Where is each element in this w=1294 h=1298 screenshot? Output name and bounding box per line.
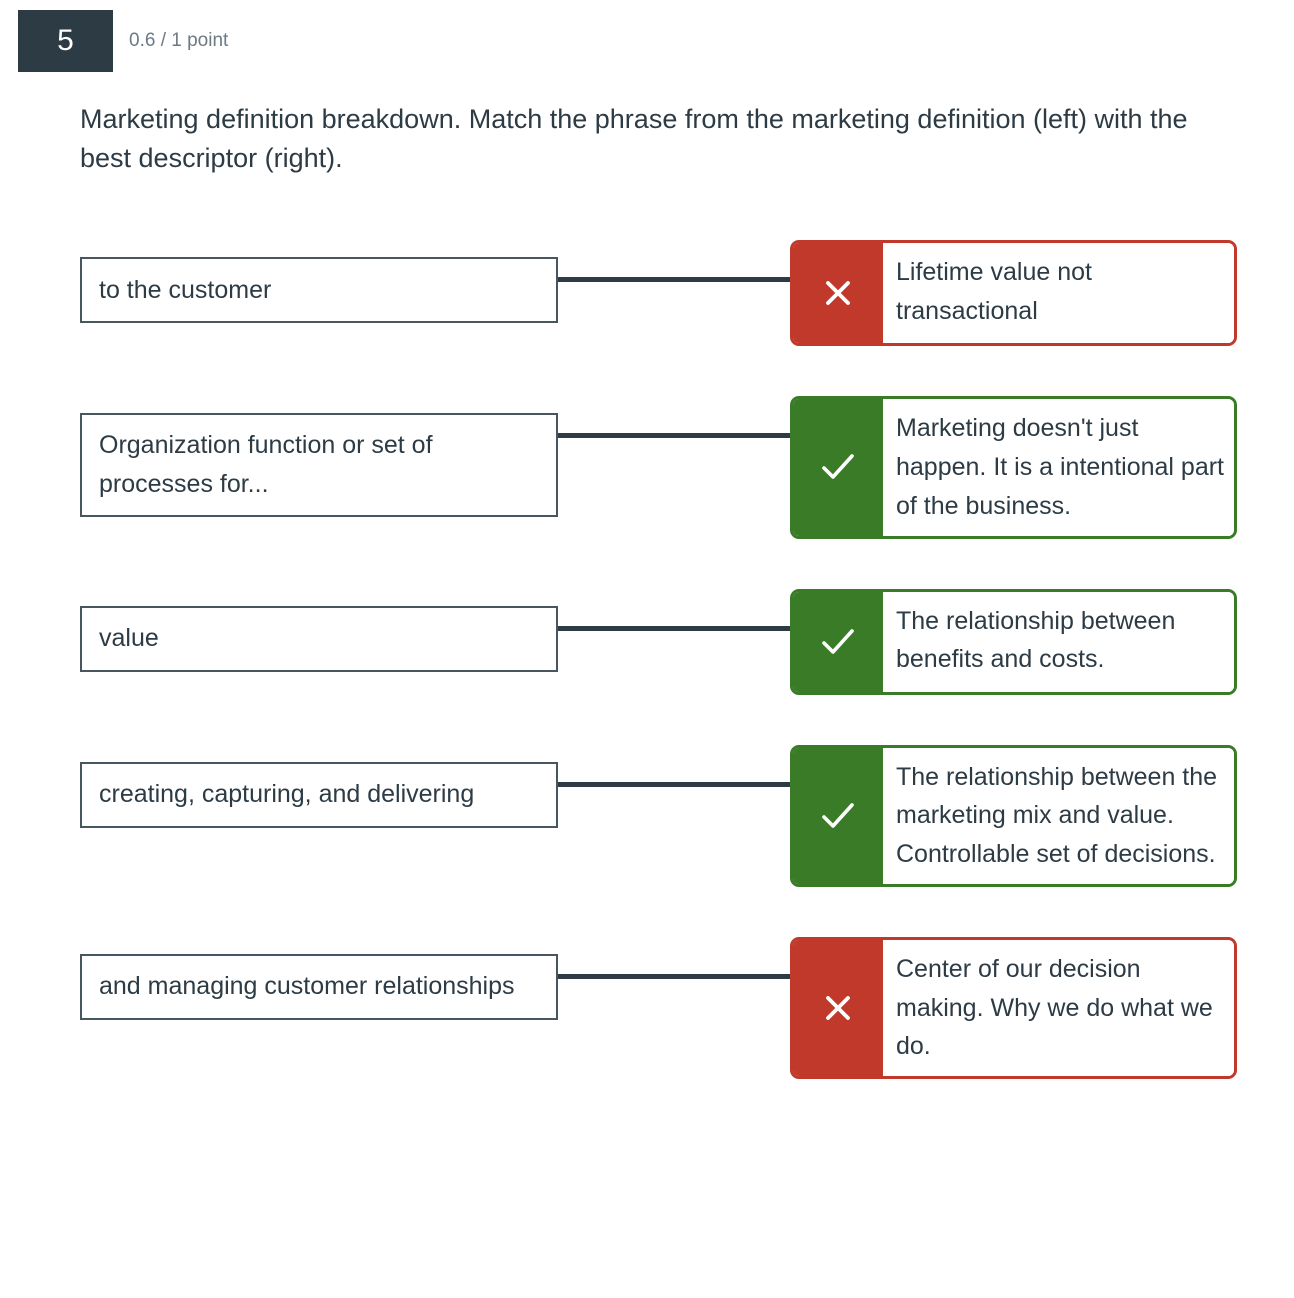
- result-stub: [793, 747, 883, 884]
- descriptor-card: The relationship between benefits and co…: [790, 588, 1237, 695]
- descriptor-body: Marketing doesn't just happen. It is a i…: [883, 399, 1234, 536]
- phrase-box: to the customer: [80, 257, 558, 324]
- question-header: 5 0.6 / 1 point: [18, 10, 1294, 72]
- descriptor-card: Lifetime value not transactional: [790, 240, 1237, 347]
- x-icon: [826, 996, 850, 1020]
- check-icon: [822, 454, 854, 480]
- descriptor-body: The relationship between the marketing m…: [883, 747, 1234, 884]
- connector-line: [558, 277, 790, 283]
- match-row: creating, capturing, and delivering The …: [80, 744, 1237, 887]
- match-row: and managing customer relationships Cent…: [80, 936, 1237, 1080]
- matching-area: to the customer Lifetime value not trans…: [80, 240, 1237, 1080]
- descriptor-label: The relationship between benefits and co…: [896, 606, 1176, 674]
- match-row: Organization function or set of processe…: [80, 396, 1237, 539]
- phrase-label: and managing customer relationships: [99, 972, 515, 1001]
- connector-line: [558, 625, 790, 631]
- check-icon: [822, 802, 854, 828]
- phrase-label: creating, capturing, and delivering: [99, 780, 475, 809]
- question-score: 0.6 / 1 point: [129, 30, 229, 51]
- connector-line: [558, 781, 790, 787]
- check-icon: [822, 628, 854, 654]
- phrase-label: Organization function or set of processe…: [99, 431, 433, 499]
- result-stub: [793, 243, 883, 344]
- connector-line: [558, 973, 790, 979]
- result-stub: [793, 399, 883, 536]
- question-number-badge: 5: [18, 10, 113, 72]
- descriptor-label: Lifetime value not transactional: [896, 258, 1092, 326]
- descriptor-body: Center of our decision making. Why we do…: [883, 939, 1234, 1077]
- phrase-box: Organization function or set of processe…: [80, 413, 558, 517]
- phrase-label: to the customer: [99, 275, 272, 304]
- match-row: value The relationship between benefits …: [80, 588, 1237, 695]
- result-stub: [793, 939, 883, 1077]
- phrase-box: value: [80, 605, 558, 672]
- descriptor-card: Center of our decision making. Why we do…: [790, 936, 1237, 1080]
- descriptor-body: The relationship between benefits and co…: [883, 591, 1234, 692]
- connector-line: [558, 433, 790, 439]
- phrase-box: and managing customer relationships: [80, 953, 558, 1020]
- descriptor-card: The relationship between the marketing m…: [790, 744, 1237, 887]
- descriptor-card: Marketing doesn't just happen. It is a i…: [790, 396, 1237, 539]
- descriptor-body: Lifetime value not transactional: [883, 243, 1234, 344]
- descriptor-label: The relationship between the marketing m…: [896, 762, 1218, 869]
- phrase-label: value: [99, 624, 159, 653]
- phrase-box: creating, capturing, and delivering: [80, 761, 558, 828]
- descriptor-label: Center of our decision making. Why we do…: [896, 954, 1213, 1061]
- question-prompt: Marketing definition breakdown. Match th…: [80, 104, 1188, 174]
- result-stub: [793, 591, 883, 692]
- descriptor-label: Marketing doesn't just happen. It is a i…: [896, 414, 1225, 520]
- match-row: to the customer Lifetime value not trans…: [80, 240, 1237, 347]
- x-icon: [826, 281, 850, 306]
